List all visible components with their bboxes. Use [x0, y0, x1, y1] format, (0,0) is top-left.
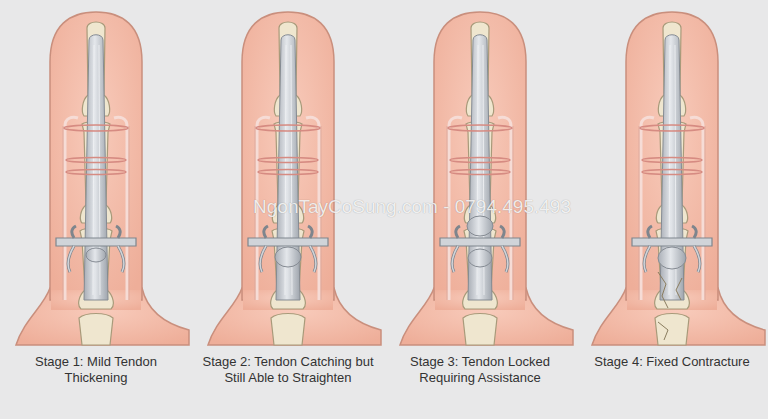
finger-stage-4 — [592, 12, 765, 345]
finger-stage-3 — [400, 12, 573, 345]
stage-caption: Stage 3: Tendon Locked Requiring Assista… — [390, 354, 570, 386]
stage-caption: Stage 1: Mild Tendon Thickening — [6, 354, 186, 386]
finger-stage-2 — [208, 12, 381, 345]
stage-caption: Stage 4: Fixed Contracture — [582, 354, 762, 370]
stage-caption: Stage 2: Tendon Catching but Still Able … — [198, 354, 378, 386]
watermark-text: NgonTayCoSung.com - 0794.495.493 — [253, 196, 571, 218]
finger-stage-1 — [16, 12, 189, 345]
